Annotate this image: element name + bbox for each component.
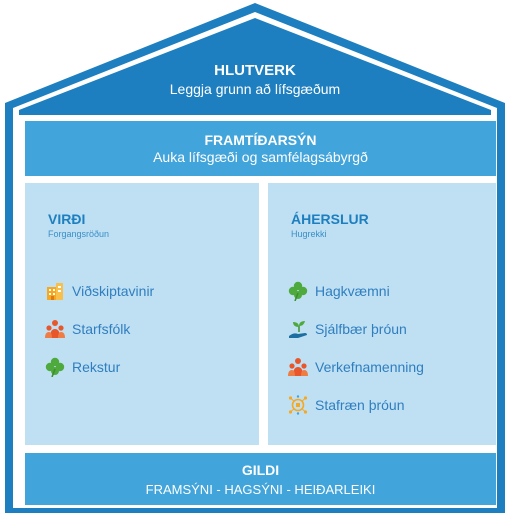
core-values-list: FRAMSÝNI - HAGSÝNI - HEIÐARLEIKI — [145, 482, 376, 497]
list-item: Rekstur — [45, 356, 120, 378]
digital-network-icon — [288, 395, 308, 415]
people-group-icon — [288, 358, 308, 376]
vision-title: FRAMTÍÐARSÝN — [204, 132, 317, 148]
mission-subtitle: Leggja grunn að lífsgæðum — [169, 81, 341, 97]
vision-subtitle: Auka lífsgæði og samfélagsábyrgð — [153, 149, 368, 165]
item-label: Starfsfólk — [72, 321, 131, 337]
item-label: Hagkvæmni — [315, 283, 390, 299]
clover-icon — [45, 357, 65, 377]
mission-title: HLUTVERK — [214, 62, 296, 79]
item-label: Stafræn þróun — [315, 397, 405, 413]
plant-hand-icon — [289, 321, 307, 338]
list-item: Verkefnamenning — [288, 356, 424, 378]
focus-areas-panel: ÁHERSLUR Hugrekki Hagkvæmni Sjálfbær þró… — [268, 183, 496, 445]
values-priority-panel: VIRÐI Forgangsröðun Viðskiptavinir Starf… — [25, 183, 259, 445]
item-label: Verkefnamenning — [315, 359, 424, 375]
list-item: Starfsfólk — [45, 318, 130, 340]
item-label: Sjálfbær þróun — [315, 321, 407, 337]
list-item: Viðskiptavinir — [45, 280, 154, 302]
panel-subtitle: Forgangsröðun — [48, 229, 110, 239]
building-icon — [47, 283, 63, 300]
core-values-band: GILDI FRAMSÝNI - HAGSÝNI - HEIÐARLEIKI — [25, 453, 496, 505]
core-values-title: GILDI — [241, 462, 280, 478]
item-label: Rekstur — [72, 359, 121, 375]
clover-icon — [288, 281, 308, 301]
vision-band: FRAMTÍÐARSÝN Auka lífsgæði og samfélagsá… — [25, 121, 496, 176]
panel-subtitle: Hugrekki — [291, 229, 327, 239]
panel-title: ÁHERSLUR — [291, 211, 369, 227]
panel-title: VIRÐI — [48, 211, 86, 227]
list-item: Sjálfbær þróun — [288, 318, 407, 340]
people-group-icon — [45, 320, 65, 338]
list-item: Hagkvæmni — [288, 280, 390, 302]
list-item: Stafræn þróun — [288, 394, 405, 416]
item-label: Viðskiptavinir — [72, 283, 155, 299]
